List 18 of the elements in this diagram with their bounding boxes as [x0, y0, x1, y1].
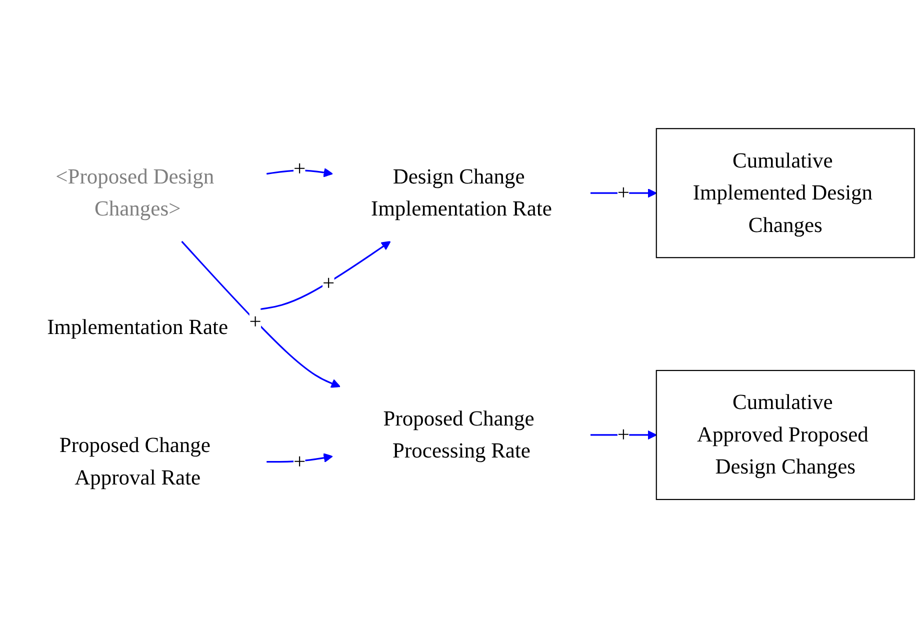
- node-text: Implementation Rate: [47, 316, 228, 340]
- arrow: [590, 188, 657, 198]
- node-box: Cumulative Implemented Design Changes: [656, 128, 915, 258]
- arrow: [590, 430, 657, 440]
- node-text: Design Change Implementation Rate: [371, 165, 552, 222]
- arrow: [181, 241, 340, 388]
- node-text: Proposed Change Processing Rate: [383, 407, 534, 464]
- edge-label: +: [249, 310, 262, 334]
- node-box: Cumulative Approved Proposed Design Changes: [656, 370, 915, 500]
- edge-label: +: [617, 181, 630, 206]
- edge-label: +: [617, 423, 630, 447]
- edge-label: +: [322, 272, 335, 296]
- edge-label: +: [293, 450, 306, 474]
- node-text: <Proposed Design Changes>: [56, 165, 214, 222]
- node-text: Proposed Change Approval Rate: [59, 434, 210, 490]
- arrow: [266, 168, 333, 178]
- arrow: [260, 241, 391, 310]
- edge-label: +: [293, 157, 306, 181]
